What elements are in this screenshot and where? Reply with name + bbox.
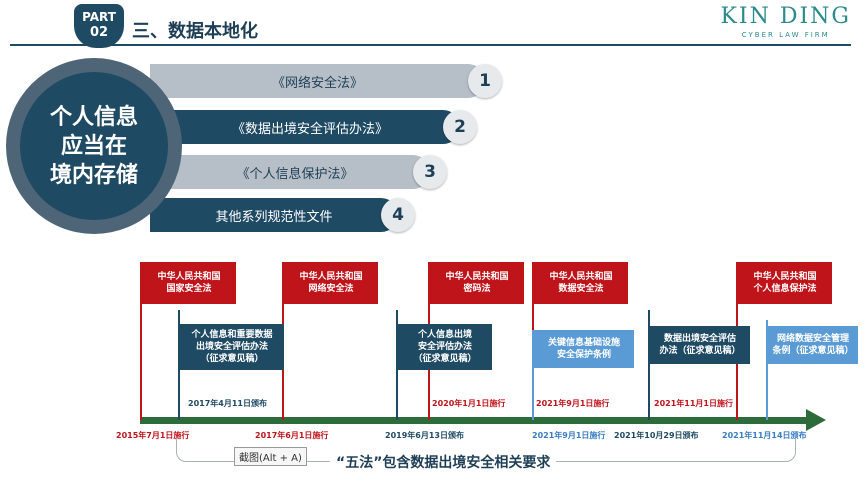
law-label-1: 《网络安全法》	[271, 75, 363, 91]
law-ribbon-2: 《数据出境安全评估办法》	[160, 110, 460, 144]
header-divider	[10, 44, 851, 46]
date-national-security-law: 2015年7月1日施行	[116, 431, 190, 440]
bottom-title: “五法”包含数据出境安全相关要求	[330, 452, 557, 472]
date-cryptography-law: 2020年1月1日施行	[432, 399, 506, 408]
flag-cybersecurity-law: 中华人民共和国 网络安全法	[284, 262, 378, 304]
timeline-arrow-head	[806, 409, 826, 431]
pole-navy-3	[648, 310, 650, 420]
date-pipl: 2021年11月1日施行	[654, 399, 733, 408]
date-cybersecurity-law: 2017年6月1日施行	[255, 431, 329, 440]
law-number-4: 4	[381, 198, 415, 232]
law-number-2: 2	[443, 110, 477, 144]
date-data-export-draft-2021: 2021年10月29日颁布	[614, 431, 699, 440]
law-ribbon-4: 其他系列规范性文件	[150, 198, 398, 232]
law-number-3: 3	[413, 155, 447, 189]
date-pi-export-draft-2017: 2017年4月11日颁布	[188, 399, 267, 408]
pole-navy-2	[396, 310, 398, 420]
pole-red-1	[140, 262, 142, 420]
law-ribbon-3: 《个人信息保护法》	[160, 155, 430, 189]
law-label-4: 其他系列规范性文件	[215, 209, 333, 225]
logo: KIN DING CYBER LAW FIRM	[720, 4, 851, 40]
flag-pi-export-draft-2017: 个人信息和重要数据 出境安全评估办法 （征求意见稿）	[180, 324, 284, 370]
pole-blue-2	[766, 320, 768, 420]
flag-pipl: 中华人民共和国 个人信息保护法	[738, 262, 832, 304]
timeline-arrow-line	[140, 417, 810, 424]
law-label-2: 《数据出境安全评估办法》	[231, 121, 388, 137]
part-badge: PART 02	[74, 4, 124, 48]
circle-statement: 个人信息 应当在 境内存储	[20, 72, 168, 220]
screenshot-tooltip: 截图(Alt + A)	[234, 447, 307, 466]
flag-network-data-draft: 网络数据安全管理 条例（征求意见稿）	[768, 326, 858, 364]
date-network-data-draft: 2021年11月14日颁布	[722, 431, 807, 440]
date-pi-export-draft-2019: 2019年6月13日颁布	[385, 431, 464, 440]
part-number: 02	[89, 25, 109, 40]
pole-blue-1	[532, 330, 534, 420]
flag-pi-export-draft-2019: 个人信息出境 安全评估办法 （征求意见稿）	[398, 324, 492, 370]
pole-navy-1	[178, 310, 180, 420]
flag-cryptography-law: 中华人民共和国 密码法	[430, 262, 524, 304]
flag-national-security-law: 中华人民共和国 国家安全法	[142, 262, 236, 304]
section-title: 三、数据本地化	[132, 21, 258, 42]
date-data-security-law: 2021年9月1日施行	[536, 399, 610, 408]
law-label-3: 《个人信息保护法》	[236, 166, 354, 182]
flag-data-security-law: 中华人民共和国 数据安全法	[534, 262, 628, 304]
flag-data-export-draft-2021: 数据出境安全评估 办法（征求意见稿）	[650, 326, 750, 364]
law-ribbon-1: 《网络安全法》	[150, 64, 485, 98]
part-label: PART	[82, 10, 116, 24]
flag-cii-regulation: 关键信息基础设施 安全保护条例	[534, 330, 634, 368]
law-number-1: 1	[468, 64, 502, 98]
logo-tagline: CYBER LAW FIRM	[741, 31, 830, 39]
date-cii-regulation: 2021年9月1日施行	[532, 431, 606, 440]
logo-name: KIN DING	[720, 4, 851, 29]
